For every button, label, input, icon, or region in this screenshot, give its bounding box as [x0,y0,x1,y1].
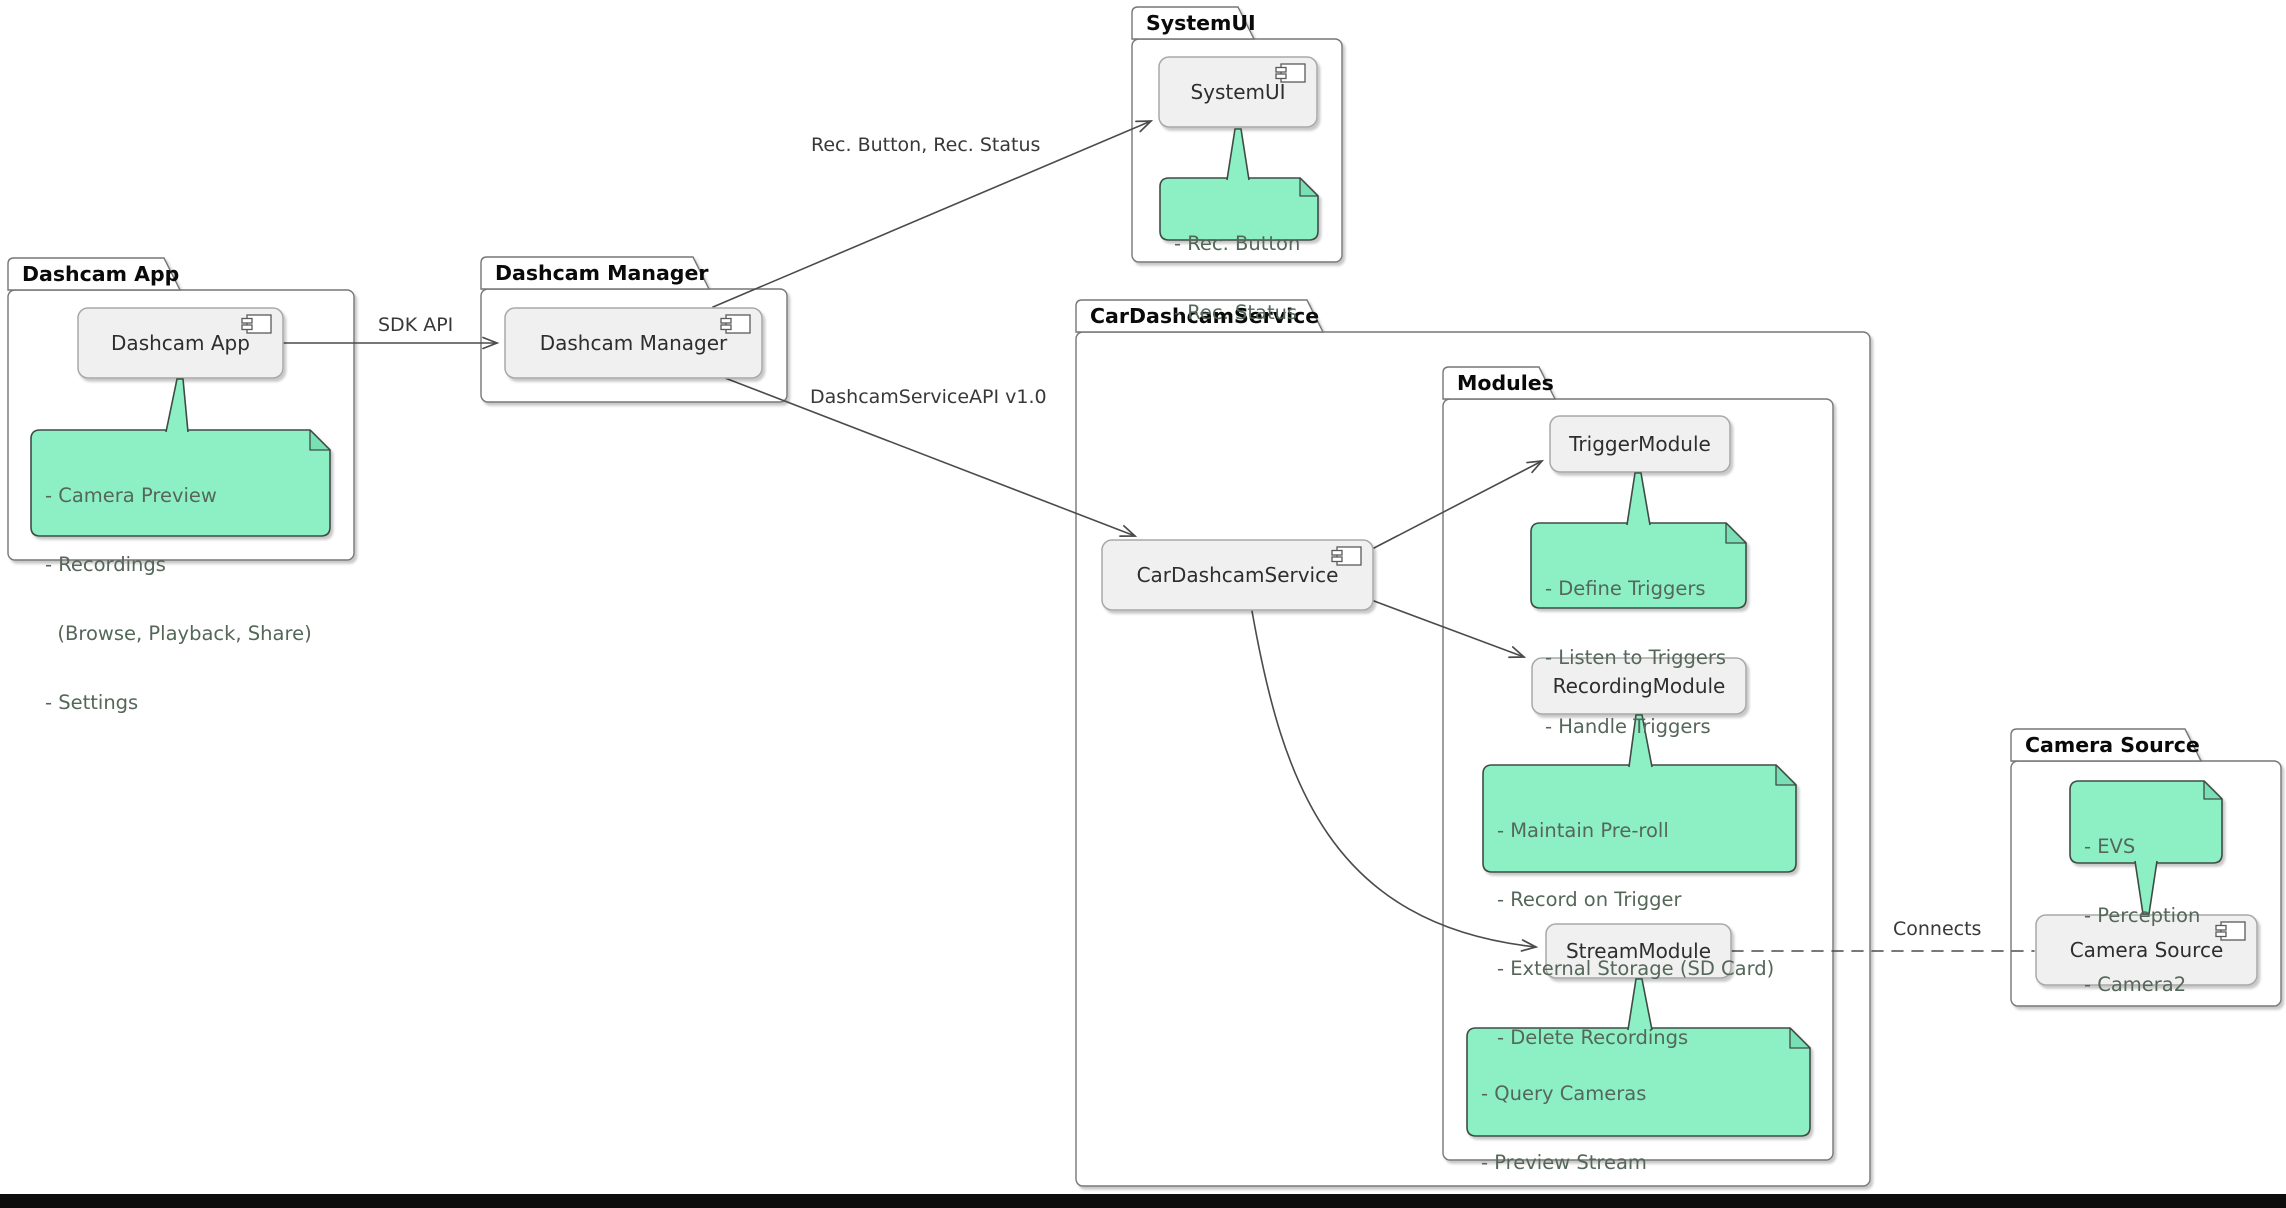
note-text-stream-module: - Query Cameras - Preview Stream - Snaps… [1467,1028,1810,1174]
note-fold-icon [1725,522,1747,544]
note-line: - Query Cameras [1481,1082,1647,1105]
component-label-dashcam-manager: Dashcam Manager [539,331,728,355]
package-title-dashcam-manager: Dashcam Manager [495,261,709,285]
components [77,56,2258,986]
component-stream-module [1545,923,1732,979]
note-text-trigger-module: - Define Triggers - Listen to Triggers -… [1531,523,1746,738]
note-line: - Maintain Pre-roll [1497,819,1669,842]
component-dashcam-app [77,307,284,379]
component-icon [1331,546,1362,566]
note-line: - Perception [2084,904,2201,927]
component-label-stream-module: StreamModule [1565,939,1712,963]
component-label-camera-source: Camera Source [2069,938,2224,962]
package-title-car-dashcam-service: CarDashcamService [1090,304,1320,328]
edge-to-trigger-module [1373,459,1545,549]
component-label-dashcam-app: Dashcam App [111,331,250,355]
edge-label-connects: Connects [1893,918,1982,940]
note-tails [165,128,2158,1031]
note-fold-icon [1789,1027,1811,1049]
note-line: - Delete Recordings [1497,1026,1689,1049]
note-tail [1626,472,1651,526]
note-line: - Camera Preview [45,484,217,507]
edge-label-rec-button-status: Rec. Button, Rec. Status [811,134,1041,156]
component-label-trigger-module: TriggerModule [1569,432,1711,456]
bottom-divider-bar [0,1194,2286,1208]
package-title-modules: Modules [1457,371,1554,395]
note-text-recording-module: - Maintain Pre-roll - Record on Trigger … [1483,765,1796,1049]
note-text-dashcam-app: - Camera Preview - Recordings (Browse, P… [31,430,330,714]
note-tail [1627,978,1653,1031]
note-dashcam-app [30,429,331,537]
note-tail [165,378,189,433]
note-line: - Camera2 [2084,973,2187,996]
note-stream-module [1466,1027,1811,1137]
note-line: - Recordings [45,553,166,576]
component-label-system-ui: SystemUI [1190,80,1286,104]
component-dashcam-manager [504,307,763,379]
note-camera-source [2069,780,2223,864]
component-icon [241,314,272,334]
component-icons [241,63,2246,941]
edge-to-stream-module [1251,610,1539,952]
edge-rec-button-status [712,120,1154,308]
note-line: - Preview Stream [1481,1151,1647,1174]
note-line: - Rec. Status [1174,301,1298,324]
note-text-system-ui: - Rec. Button - Rec. Status [1160,178,1318,324]
component-icon [720,314,751,334]
edge-to-recording-module [1373,600,1527,659]
note-fold-icon [309,429,331,451]
package-title-camera-source: Camera Source [2025,733,2200,757]
edge-label-sdk-api: SDK API [378,314,454,336]
component-icon [2215,921,2246,941]
note-recording-module [1482,764,1797,873]
note-line: - External Storage (SD Card) [1497,957,1775,980]
component-label-recording-module: RecordingModule [1552,674,1726,698]
note-trigger-module [1530,522,1747,609]
note-tail [1628,714,1653,768]
package-title-dashcam-app: Dashcam App [22,262,180,286]
note-fold-icon [1299,177,1319,197]
note-line: - Rec. Button [1174,232,1301,255]
note-fold-icon [1775,764,1797,786]
note-line: - Settings [45,691,139,714]
notes [30,128,2223,1137]
note-line: (Browse, Playback, Share) [45,622,312,645]
note-system-ui [1159,177,1319,241]
note-tail [2134,860,2158,915]
note-line: - Handle Triggers [1545,715,1711,738]
edge-dashcam-service-api [724,377,1138,537]
note-tail [1226,128,1250,181]
package-title-system-ui: SystemUI [1146,11,1256,35]
note-text-camera-source: - EVS - Perception - Camera2 [2070,781,2222,996]
note-line: - Define Triggers [1545,577,1706,600]
component-icon [1275,63,1306,83]
component-recording-module [1531,657,1747,715]
component-label-car-dashcam-service: CarDashcamService [1136,563,1339,587]
component-camera-source [2035,914,2258,986]
component-trigger-module [1549,415,1731,473]
edges [282,120,2035,952]
component-car-dashcam-service [1101,539,1374,611]
note-line: - EVS [2084,835,2136,858]
note-line: - Record on Trigger [1497,888,1682,911]
edge-label-dashcam-service-api: DashcamServiceAPI v1.0 [810,386,1047,408]
note-fold-icon [2203,780,2223,800]
note-line: - Listen to Triggers [1545,646,1727,669]
